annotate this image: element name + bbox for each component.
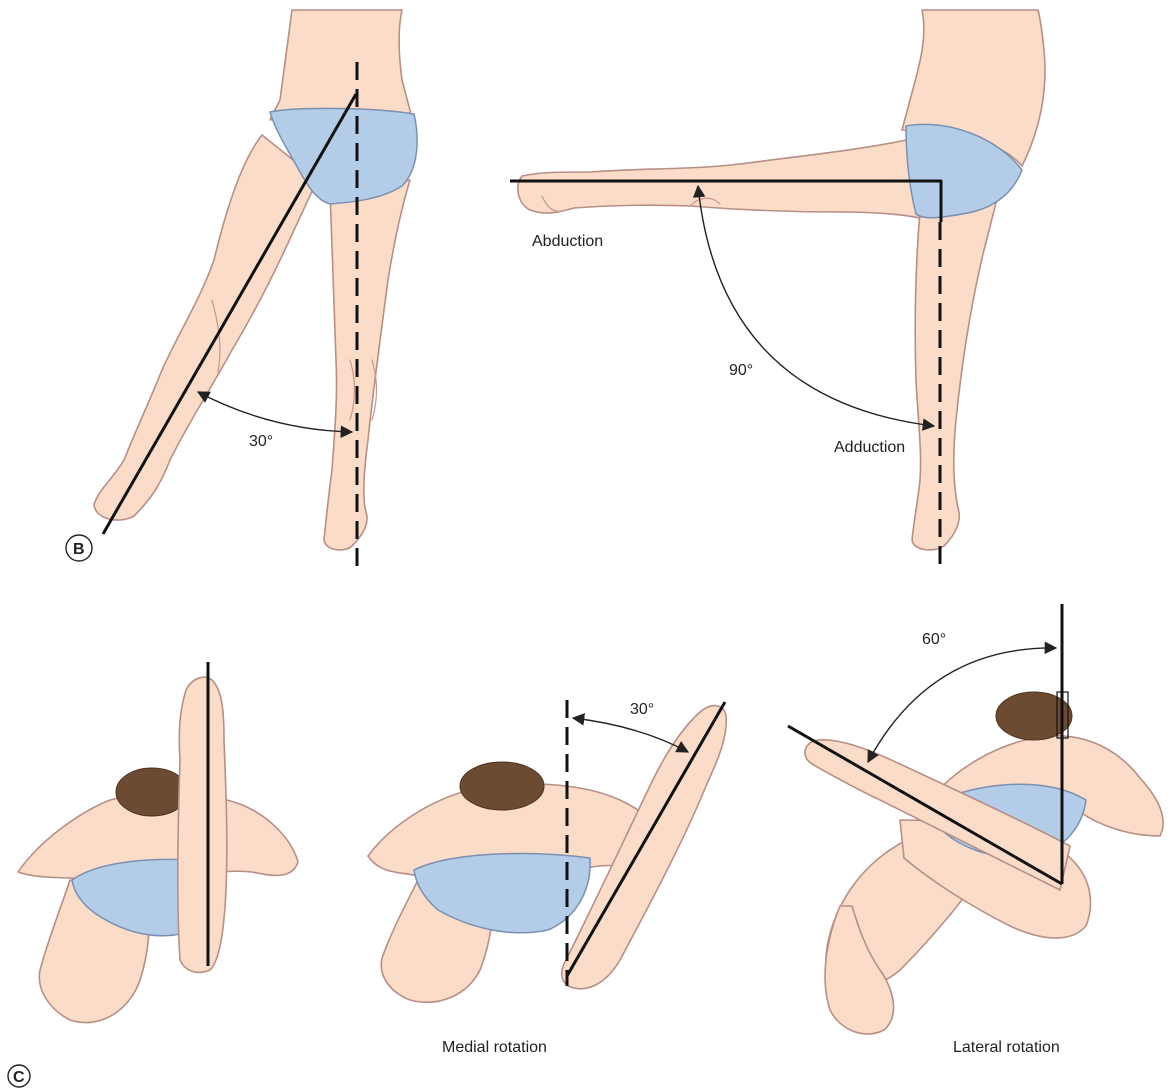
thigh-axis-line bbox=[103, 94, 356, 534]
figure-lateral-rotation: 60° Lateral rotation bbox=[788, 604, 1163, 1056]
figure-medial-rotation: 30° Medial rotation bbox=[368, 700, 726, 1056]
angle-label-30: 30° bbox=[249, 433, 273, 450]
standing-leg bbox=[912, 190, 1000, 550]
lower-leg-vertical bbox=[178, 677, 227, 972]
panel-b-letter: B bbox=[73, 541, 85, 558]
angle-label-60: 60° bbox=[922, 631, 946, 648]
figure-hip-angle-30: 30° B bbox=[66, 10, 417, 566]
abduction-label: Abduction bbox=[532, 233, 603, 250]
angle-label-30-medial: 30° bbox=[630, 701, 654, 718]
medial-rotation-label: Medial rotation bbox=[442, 1039, 547, 1056]
figure-prone-neutral bbox=[18, 662, 298, 1023]
angle-arc-30 bbox=[198, 392, 352, 432]
panel-c-letter: C bbox=[13, 1069, 25, 1086]
head bbox=[460, 762, 544, 810]
angle-label-90: 90° bbox=[729, 362, 753, 379]
standing-leg bbox=[324, 180, 410, 550]
lateral-rotation-label: Lateral rotation bbox=[953, 1039, 1060, 1056]
head bbox=[116, 768, 188, 816]
adduction-label: Adduction bbox=[834, 439, 905, 456]
extended-leg bbox=[94, 135, 318, 520]
figure-abduction-adduction: Abduction 90° Adduction bbox=[510, 10, 1045, 566]
angle-arc-90 bbox=[698, 186, 934, 426]
torso bbox=[270, 10, 412, 120]
abducted-leg bbox=[518, 140, 920, 218]
